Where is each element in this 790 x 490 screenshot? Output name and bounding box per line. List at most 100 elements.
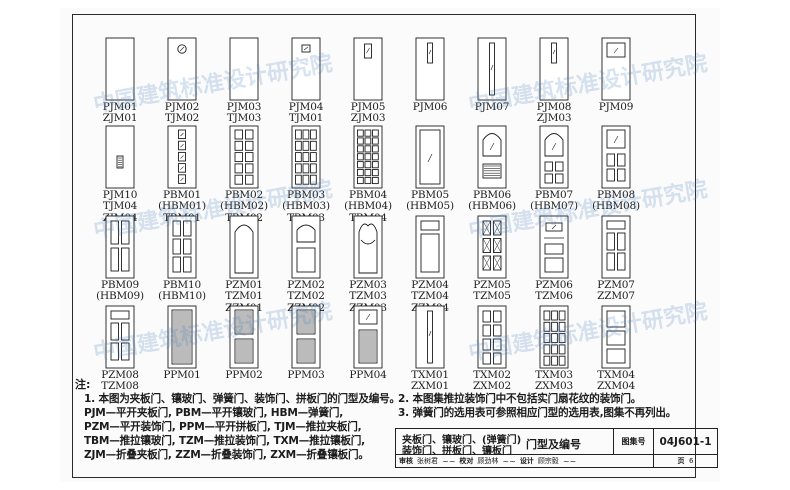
door-type-cell: PJM10TJM04ZJM04 — [88, 124, 152, 224]
door-code-label: ZXM01 — [411, 380, 449, 393]
page-cell: 页 6 — [654, 455, 717, 467]
door-type-cell: PBM05(HBM05) — [398, 124, 462, 213]
door-code-label: PZM05 — [473, 279, 511, 291]
door-code-label: PPM03 — [287, 369, 325, 381]
door-type-cell: PJM06 — [398, 36, 462, 113]
reviewer-name: 张树君 — [417, 457, 438, 465]
door-type-cell: PJM09 — [584, 36, 648, 113]
door-elevation-icon — [105, 305, 135, 369]
door-drawing — [229, 37, 259, 101]
door-drawing — [477, 215, 507, 279]
door-code-label: (HBM05) — [406, 200, 454, 213]
door-code-label: PJM01 — [102, 101, 138, 113]
door-drawing — [477, 305, 507, 369]
door-drawing — [601, 125, 631, 189]
note-line: 2. 本图集推拉装饰门中不包括实门扇花纹的装饰门。 — [398, 393, 642, 405]
door-elevation-icon — [291, 305, 321, 369]
door-drawing — [229, 125, 259, 189]
door-code-label: (HBM03) — [282, 200, 330, 213]
door-code-label: PZM06 — [535, 279, 573, 291]
design-label: 设计 — [519, 457, 534, 465]
door-type-cell: PBM08(HBM08) — [584, 124, 648, 213]
door-type-cell: PBM01(HBM01)TBM01 — [150, 124, 214, 224]
door-type-cell: PBM10(HBM10) — [150, 214, 214, 303]
door-elevation-icon — [291, 215, 321, 279]
door-type-cell: PBM04(HBM04)TBM04 — [336, 124, 400, 224]
proof-label: 校对 — [459, 457, 474, 465]
door-code-label: PBM09 — [101, 279, 139, 291]
door-type-cell: PZM04TZM04ZZM04 — [398, 214, 462, 314]
door-type-cell: PPM02 — [212, 304, 276, 381]
door-drawing — [539, 305, 569, 369]
page-number: 6 — [688, 457, 694, 465]
door-code-label: PJM05 — [350, 101, 386, 113]
signature-row: 审核 张树君 ~~ 校对 顾劲林 ~~ 设计 顾宗毅 ~~ — [396, 455, 654, 467]
door-code-label: (HBM02) — [220, 200, 268, 213]
door-drawing — [353, 125, 383, 189]
door-code-label: TXM03 — [535, 369, 573, 381]
door-type-cell: PBM06(HBM06) — [460, 124, 524, 213]
door-code-label: PZM07 — [597, 279, 635, 291]
door-code-label: TXM04 — [597, 369, 635, 381]
door-type-cell: PBM09(HBM09) — [88, 214, 152, 303]
door-code-label: PJM02 — [164, 101, 200, 113]
review-label: 审核 — [399, 457, 413, 465]
door-elevation-icon — [601, 215, 631, 279]
door-elevation-icon — [229, 37, 259, 101]
atlas-number: 04J601-1 — [654, 429, 717, 455]
door-elevation-icon — [291, 37, 321, 101]
door-code-label: PJM07 — [474, 101, 510, 113]
door-drawing — [477, 125, 507, 189]
door-code-label: ZJM03 — [536, 112, 572, 125]
door-code-label: (HBM08) — [592, 200, 640, 213]
door-code-label: (HBM09) — [96, 290, 144, 303]
door-code-label: PJM10 — [102, 189, 138, 201]
door-type-cell: PBM02(HBM02)TBM02 — [212, 124, 276, 224]
door-code-label: PBM10 — [163, 279, 201, 291]
door-drawing — [291, 305, 321, 369]
door-code-label: PZM04 — [411, 279, 449, 291]
door-code-label: ZZM07 — [597, 290, 635, 303]
door-type-cell: PPM01 — [150, 304, 214, 381]
title-block-title: 夹板门、镶玻门、(弹簧门) 装饰门、拼板门、镶板门 门型及编号 — [396, 429, 614, 457]
door-drawing — [601, 215, 631, 279]
door-elevation-icon — [539, 125, 569, 189]
designer-name: 顾宗毅 — [537, 457, 559, 465]
door-code-label: PPM02 — [225, 369, 263, 381]
door-code-label: PBM05 — [411, 189, 449, 201]
door-drawing — [167, 37, 197, 101]
door-code-label: ZXM02 — [473, 380, 511, 393]
door-code-label: ZXM04 — [597, 380, 635, 393]
page-label: 页 — [677, 457, 685, 465]
door-code-label: PBM06 — [473, 189, 511, 201]
door-code-label: TZM06 — [535, 290, 573, 303]
note-line: PZM—平开装饰门, PPM—平开拼板门, TJM—推拉夹板门, — [84, 421, 362, 433]
door-type-cell: PJM07 — [460, 36, 524, 113]
door-drawing — [229, 305, 259, 369]
door-elevation-icon — [353, 125, 383, 189]
door-code-label: PZM03 — [349, 279, 387, 291]
door-drawing — [291, 37, 321, 101]
door-code-label: TXM01 — [411, 369, 449, 381]
door-type-cell: PZM02TZM02ZZM02 — [274, 214, 338, 314]
door-type-cell: PZM03TZM03ZZM03 — [336, 214, 400, 314]
door-elevation-icon — [353, 305, 383, 369]
door-drawing — [415, 305, 445, 369]
door-code-label: (HBM07) — [530, 200, 578, 213]
proofreader-name: 顾劲林 — [477, 457, 499, 465]
note-line: PJM—平开夹板门, PBM—平开镶玻门, HBM—弹簧门, — [84, 407, 344, 419]
door-elevation-icon — [229, 215, 259, 279]
door-code-label: PBM03 — [287, 189, 325, 201]
door-drawing — [167, 305, 197, 369]
door-elevation-icon — [353, 215, 383, 279]
door-code-label: PZM08 — [101, 369, 139, 381]
door-code-label: PJM08 — [536, 101, 572, 113]
note-line: 3. 弹簧门的选用表可参照相应门型的选用表,图集不再列出。 — [398, 407, 677, 419]
door-drawing — [415, 37, 445, 101]
